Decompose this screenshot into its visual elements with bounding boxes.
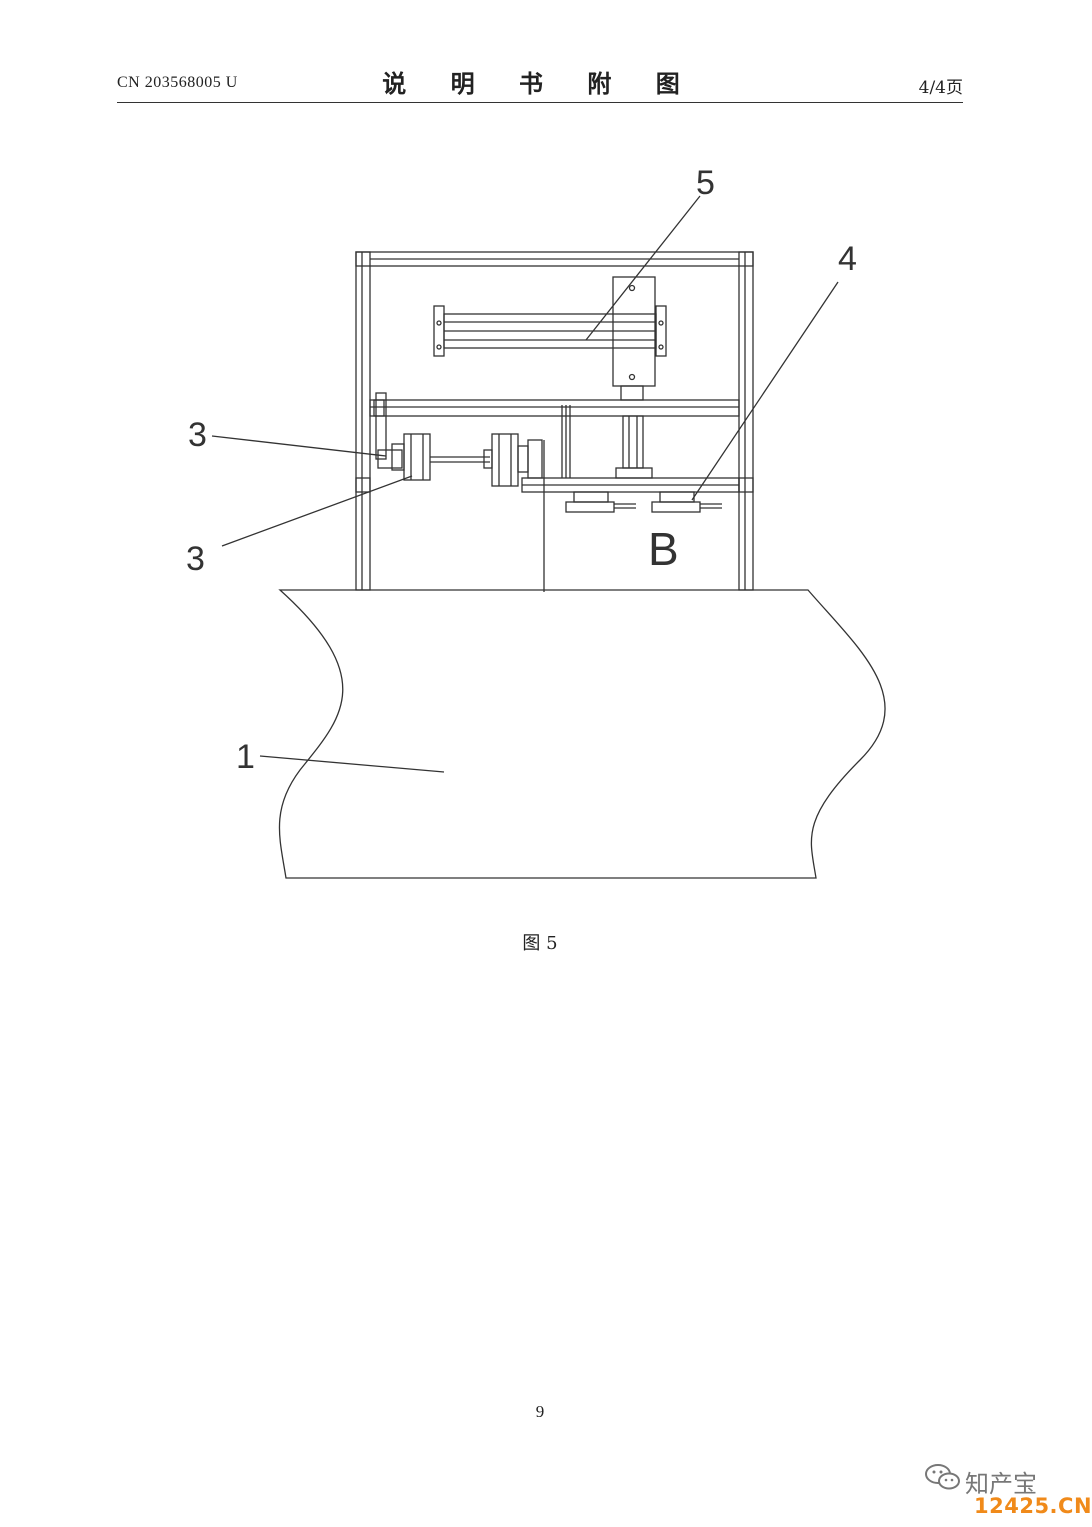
wechat-icon [925, 1464, 960, 1490]
watermark-brand: 知产宝 [965, 1470, 1037, 1498]
watermark-site: 12425.CN [974, 1494, 1092, 1518]
machine-frame [355, 251, 754, 592]
page-header: CN 203568005 U 说 明 书 附 图 4/4页 [117, 62, 963, 103]
page-number: 9 [535, 1402, 545, 1421]
leader-5 [585, 195, 701, 341]
leader-4 [691, 281, 839, 501]
part-1-body [278, 589, 886, 879]
page-count: 4/4页 [918, 78, 963, 98]
figure-caption: 图 5 [522, 933, 558, 954]
part-3-rollers [377, 433, 543, 487]
leader-3-lower [221, 475, 413, 547]
header-title: 说 明 书 附 图 [382, 70, 698, 98]
view-label-b: B [648, 523, 679, 575]
leader-1 [259, 755, 445, 773]
callout-4: 4 [838, 240, 857, 278]
callout-5: 5 [696, 164, 715, 202]
leader-3-upper [211, 435, 387, 457]
callout-1: 1 [236, 738, 255, 776]
callout-3-upper: 3 [188, 416, 207, 454]
part-5-cylinder [433, 276, 667, 479]
document-number: CN 203568005 U [117, 74, 238, 91]
callout-3-lower: 3 [186, 540, 205, 578]
part-4-assembly [565, 491, 722, 513]
